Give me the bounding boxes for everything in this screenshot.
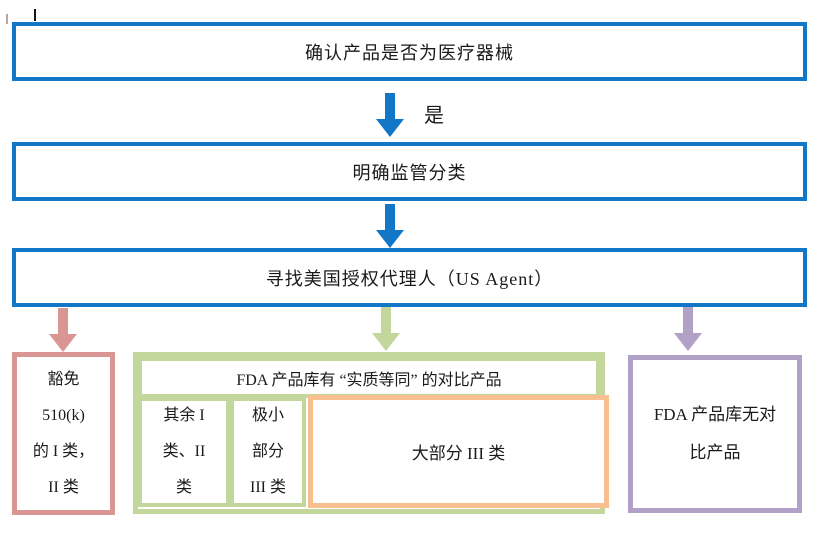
arrow-down-icon: [674, 307, 702, 351]
arrow-down-icon: [376, 204, 404, 248]
node-label: 确认产品是否为医疗器械: [305, 42, 514, 63]
arrow-down-icon: [49, 308, 77, 352]
node-510k-exempt: 豁免 510(k) 的 I 类， II 类: [12, 352, 115, 515]
arrow-down-icon: [376, 93, 404, 137]
node-cell-tiny-part-class-3: 极小 部分 III 类: [230, 397, 306, 507]
margin-mark: [6, 14, 8, 24]
node-confirm-medical-device: 确认产品是否为医疗器械: [12, 22, 807, 81]
node-no-comparable-product: FDA 产品库无对 比产品: [628, 355, 802, 513]
node-label: 明确监管分类: [352, 162, 467, 183]
node-label: FDA 产品库有 “实质等同” 的对比产品: [236, 371, 502, 389]
node-cell-most-class-3: 大部分 III 类: [308, 395, 609, 508]
node-us-agent: 寻找美国授权代理人（US Agent）: [12, 248, 807, 307]
node-label: FDA 产品库无对 比产品: [653, 405, 777, 462]
node-label: 其余 I 类、II 类: [162, 407, 206, 496]
node-label: 极小 部分 III 类: [250, 407, 286, 496]
node-cell-rest-class-1-2: 其余 I 类、II 类: [138, 397, 230, 507]
node-label: 大部分 III 类: [411, 444, 506, 463]
yes-branch-label: 是: [424, 105, 444, 127]
arrow-down-icon: [372, 307, 400, 351]
node-regulatory-classification: 明确监管分类: [12, 142, 807, 201]
node-se-header: FDA 产品库有 “实质等同” 的对比产品: [138, 357, 600, 398]
text-cursor-mark: [34, 9, 36, 21]
node-label: 豁免 510(k) 的 I 类， II 类: [32, 370, 95, 496]
node-label: 寻找美国授权代理人（US Agent）: [265, 268, 554, 289]
